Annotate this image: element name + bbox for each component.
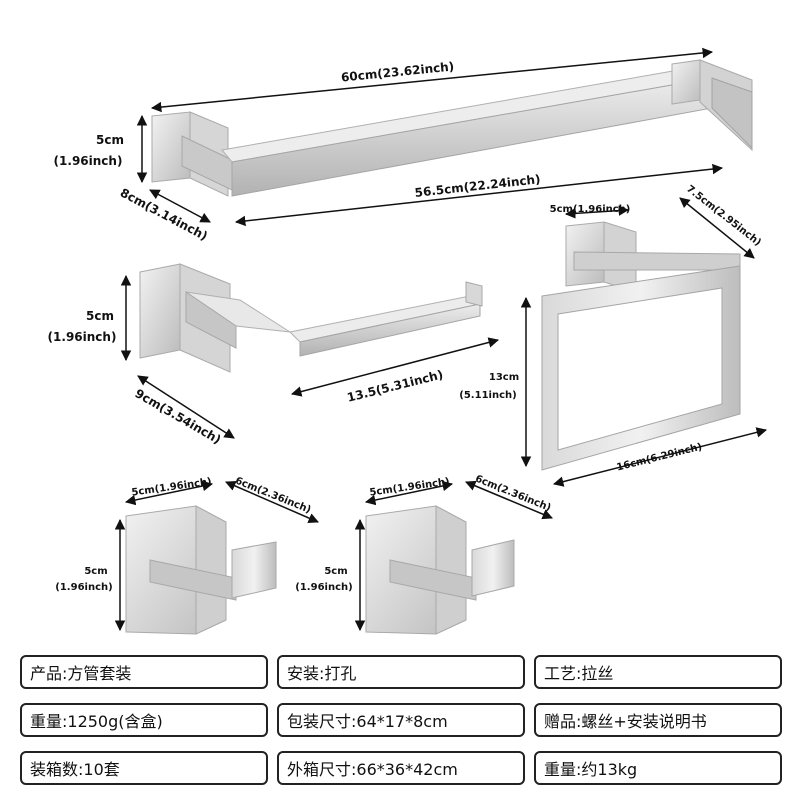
towel-bar-height-inch: (1.96inch) bbox=[54, 154, 123, 168]
spec-product: 产品:方管套装 bbox=[20, 655, 268, 689]
spec-carton-weight: 重量:约13kg bbox=[534, 751, 782, 785]
hook-left-height-cm: 5cm bbox=[84, 566, 107, 577]
hook-right-illustration bbox=[365, 505, 515, 635]
paper-holder-height-inch: (1.96inch) bbox=[48, 330, 117, 344]
hook-left-depth: 6cm(2.36inch) bbox=[233, 475, 312, 515]
spec-carton-size: 外箱尺寸:66*36*42cm bbox=[277, 751, 525, 785]
spec-table: 产品:方管套装 安装:打孔 工艺:拉丝 重量:1250g(含盒) 包装尺寸:64… bbox=[20, 655, 782, 785]
paper-holder-length: 13.5(5.31inch) bbox=[346, 367, 445, 404]
towel-ring-illustration bbox=[541, 221, 741, 471]
towel-bar-illustration bbox=[151, 59, 753, 197]
towel-ring-depth: 7.5cm(2.95inch) bbox=[684, 184, 763, 249]
hook-right-height-inch: (1.96inch) bbox=[295, 582, 352, 593]
towel-ring-height-inch: (5.11inch) bbox=[459, 390, 516, 401]
paper-holder-illustration bbox=[139, 263, 483, 373]
spec-installation: 安装:打孔 bbox=[277, 655, 525, 689]
spec-finish: 工艺:拉丝 bbox=[534, 655, 782, 689]
product-diagram: 60cm(23.62inch) 56.5cm(22.24inch) 5cm (1… bbox=[48, 47, 768, 635]
spec-accessories: 赠品:螺丝+安装说明书 bbox=[534, 703, 782, 737]
hook-left-width: 5cm(1.96inch) bbox=[131, 476, 212, 498]
paper-holder-depth: 9cm(3.54inch) bbox=[133, 386, 224, 447]
towel-bar-total-length: 60cm(23.62inch) bbox=[340, 59, 454, 84]
hook-left-height-inch: (1.96inch) bbox=[55, 582, 112, 593]
hook-left-illustration bbox=[125, 505, 277, 635]
hook-right-depth: 6cm(2.36inch) bbox=[473, 473, 552, 513]
paper-holder-height-cm: 5cm bbox=[86, 309, 114, 323]
towel-bar-height-cm: 5cm bbox=[96, 133, 124, 147]
towel-ring-width: 16cm(6.29inch) bbox=[616, 442, 704, 474]
paper-holder-dimensions: 5cm (1.96inch) 13.5(5.31inch) 9cm(3.54in… bbox=[48, 274, 500, 447]
spec-weight: 重量:1250g(含盒) bbox=[20, 703, 268, 737]
towel-ring-height-cm: 13cm bbox=[489, 372, 519, 383]
hook-right-width: 5cm(1.96inch) bbox=[369, 476, 450, 498]
spec-package-size: 包装尺寸:64*17*8cm bbox=[277, 703, 525, 737]
hook-right-height-cm: 5cm bbox=[324, 566, 347, 577]
towel-ring-base-width: 5cm(1.96inch) bbox=[550, 204, 631, 215]
spec-carton-qty: 装箱数:10套 bbox=[20, 751, 268, 785]
